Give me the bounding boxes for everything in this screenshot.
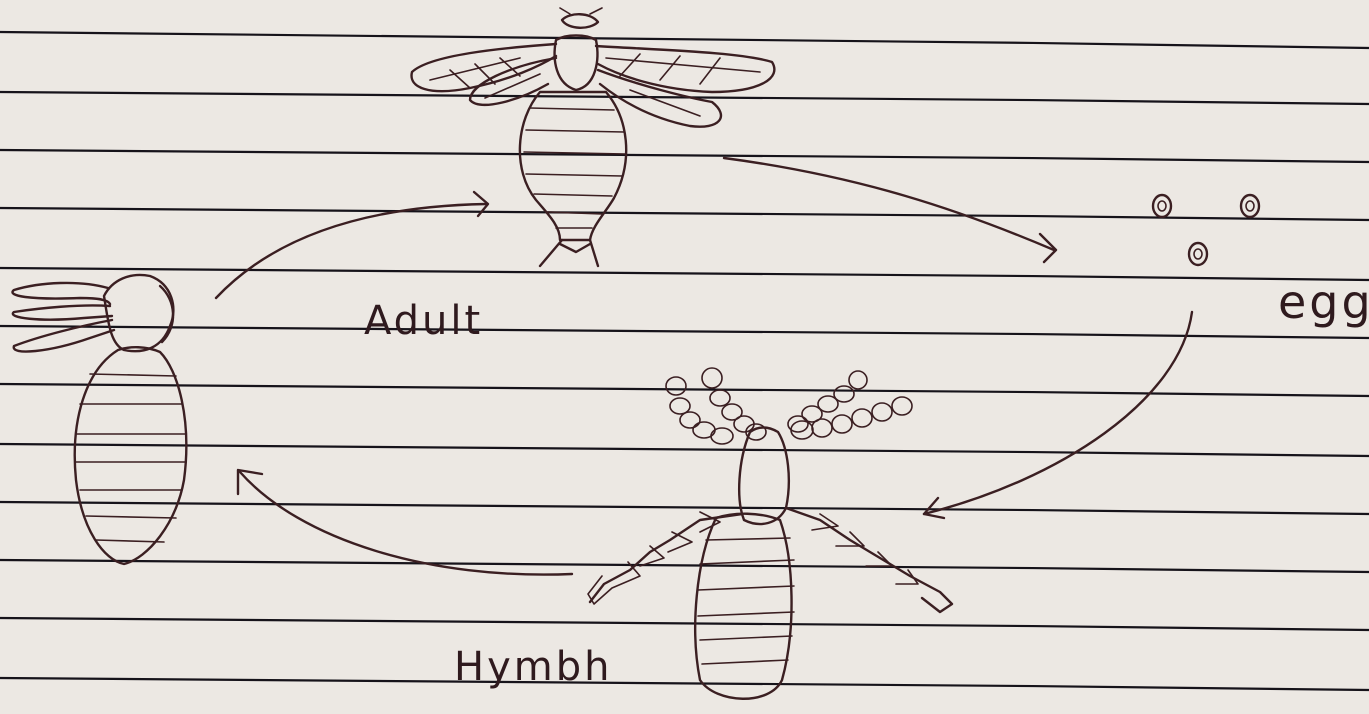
egg-label: egg	[1278, 275, 1369, 329]
arrow-nymph-to-pupa	[240, 472, 572, 575]
cycle-arrows	[216, 158, 1192, 575]
ruled-lines	[0, 32, 1369, 690]
adult-label: Adult	[364, 298, 483, 344]
eggs	[1153, 195, 1259, 265]
arrow-adult-to-egg	[724, 158, 1054, 250]
nymph-label: Hymbh	[454, 644, 612, 690]
arrow-pupa-to-adult	[216, 204, 486, 298]
nymph-insect	[588, 368, 952, 699]
pupa-insect	[12, 275, 186, 564]
arrow-egg-to-nymph	[924, 312, 1192, 514]
adult-insect	[412, 8, 775, 266]
